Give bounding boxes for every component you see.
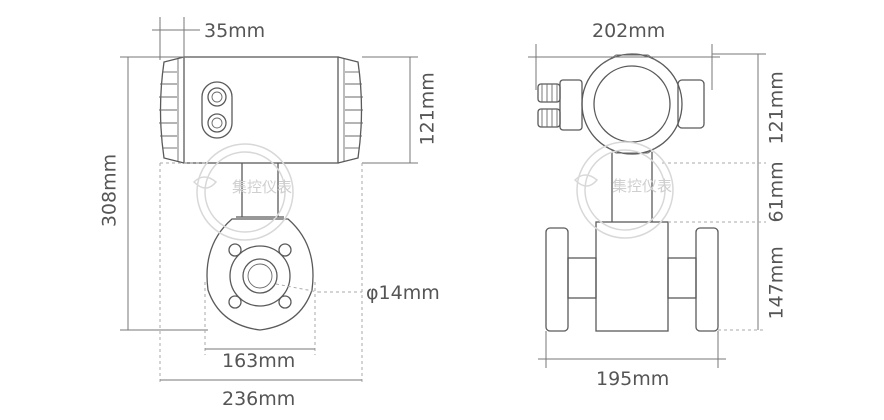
front-view	[120, 17, 418, 385]
gland-lower	[537, 108, 561, 128]
side-view	[528, 44, 766, 368]
front-dim-left-label: 308mm	[98, 153, 121, 228]
watermark-seals	[192, 141, 674, 241]
side-dim-right-upper-label: 121mm	[765, 71, 788, 145]
side-dim-bottom-label: 195mm	[596, 368, 670, 390]
side-dim-right-lower-label: 147mm	[765, 246, 788, 320]
side-head	[537, 53, 705, 155]
gland-upper	[537, 83, 561, 103]
front-flange	[206, 218, 314, 331]
side-neck	[611, 152, 653, 222]
front-dim-right-label: 121mm	[416, 72, 439, 146]
side-dim-right-middle-label: 61mm	[765, 161, 788, 223]
front-dim-bore-label: φ14mm	[366, 282, 440, 304]
front-dim-flange-label: 163mm	[222, 350, 296, 372]
watermark-text-front: 集控仪表	[232, 178, 293, 196]
front-dimensions	[120, 17, 418, 385]
front-dim-top-label: 35mm	[204, 20, 266, 42]
side-dim-top-label: 202mm	[592, 20, 666, 42]
side-dimensions	[528, 44, 766, 368]
front-dim-bottom-label: 236mm	[222, 388, 296, 410]
front-housing	[159, 56, 363, 164]
watermark-text-side: 集控仪表	[612, 177, 673, 195]
side-pipe	[545, 221, 719, 332]
